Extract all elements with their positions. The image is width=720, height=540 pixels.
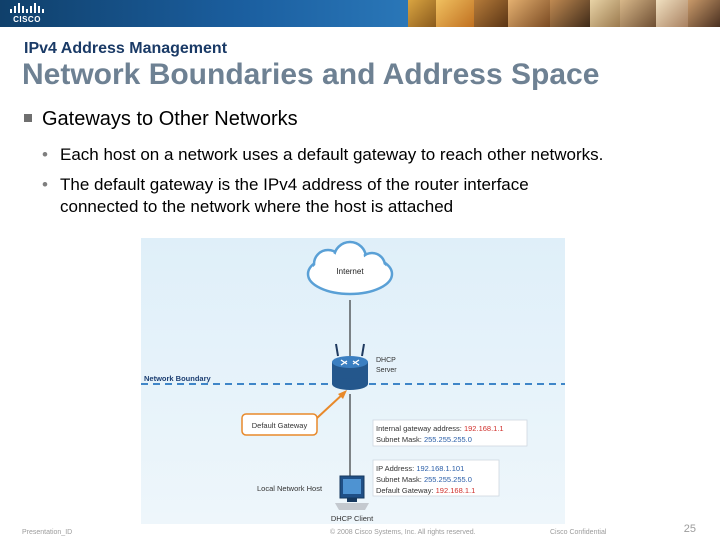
host-mask-label: Subnet Mask: [376, 475, 424, 484]
host-ip-line: IP Address: 192.168.1.101 [376, 464, 464, 473]
arrowhead-icon [338, 390, 347, 399]
local-host-label: Local Network Host [257, 484, 323, 493]
cisco-bars-icon [10, 3, 44, 13]
header-photo [656, 0, 688, 27]
internet-label: Internet [336, 267, 364, 276]
gateway-mask-value: 255.255.255.0 [424, 435, 472, 444]
header-photo [408, 0, 436, 27]
gateway-address-value: 192.168.1.1 [464, 424, 504, 433]
bullet-dot-icon: • [42, 175, 48, 194]
footer-copyright: © 2008 Cisco Systems, Inc. All rights re… [330, 529, 476, 536]
header-photo-strip [408, 0, 720, 27]
gateway-mask-label: Subnet Mask: [376, 435, 424, 444]
gateway-address-line: Internal gateway address: 192.168.1.1 [376, 424, 504, 433]
header-photo [620, 0, 656, 27]
network-boundary-label: Network Boundary [144, 374, 212, 383]
header-photo [688, 0, 720, 27]
section-kicker: IPv4 Address Management [24, 40, 228, 57]
main-bullet: Gateways to Other Networks [24, 108, 298, 131]
default-gateway-label: Default Gateway [252, 421, 308, 430]
sub-bullet: • Each host on a network uses a default g… [42, 144, 603, 166]
cisco-logo-text: CISCO [13, 15, 41, 24]
header-photo [474, 0, 508, 27]
cisco-logo: CISCO [9, 3, 45, 25]
router-icon [332, 343, 368, 390]
gateway-info-box [372, 419, 528, 447]
sub-bullet-text-continued: connected to the network where the host … [60, 197, 454, 216]
host-info-box [372, 459, 500, 497]
bullet-dot-icon: • [42, 145, 48, 164]
host-mask-value: 255.255.255.0 [424, 475, 472, 484]
internet-cloud-icon [306, 240, 394, 296]
network-diagram: Internet Network Boundary DHCP Server De… [141, 238, 565, 524]
host-gateway-label: Default Gateway: [376, 486, 436, 495]
page-number: 25 [683, 523, 696, 535]
footer-presentation-id: Presentation_ID [22, 529, 73, 536]
slide-title: Network Boundaries and Address Space [22, 58, 600, 91]
host-ip-label: IP Address: [376, 464, 416, 473]
dhcp-server-label-line2: Server [376, 367, 397, 374]
header-photo [436, 0, 474, 27]
gateway-address-label: Internal gateway address: [376, 424, 464, 433]
dhcp-client-label: DHCP Client [331, 514, 374, 523]
host-gateway-value: 192.168.1.1 [436, 486, 476, 495]
sub-bullet: • The default gateway is the IPv4 address… [42, 174, 529, 218]
footer-confidential: Cisco Confidential [550, 529, 607, 536]
default-gateway-box [241, 413, 318, 436]
header-banner: CISCO [0, 0, 720, 27]
dhcp-server-label-line1: DHCP [376, 357, 396, 364]
sub-bullet-text: Each host on a network uses a default ga… [60, 145, 604, 164]
main-bullet-text: Gateways to Other Networks [42, 108, 298, 130]
host-mask-line: Subnet Mask: 255.255.255.0 [376, 475, 472, 484]
gateway-arrow [316, 392, 345, 419]
network-diagram-canvas: Internet Network Boundary DHCP Server De… [141, 240, 565, 523]
computer-icon [335, 475, 369, 510]
sub-bullet-text: The default gateway is the IPv4 address … [60, 175, 529, 194]
banner-background [0, 0, 410, 27]
header-photo [590, 0, 620, 27]
gateway-mask-line: Subnet Mask: 255.255.255.0 [376, 435, 472, 444]
host-ip-value: 192.168.1.101 [416, 464, 464, 473]
header-photo [508, 0, 550, 27]
header-photo [550, 0, 590, 27]
square-bullet-icon [24, 114, 32, 122]
host-gateway-line: Default Gateway: 192.168.1.1 [376, 486, 475, 495]
